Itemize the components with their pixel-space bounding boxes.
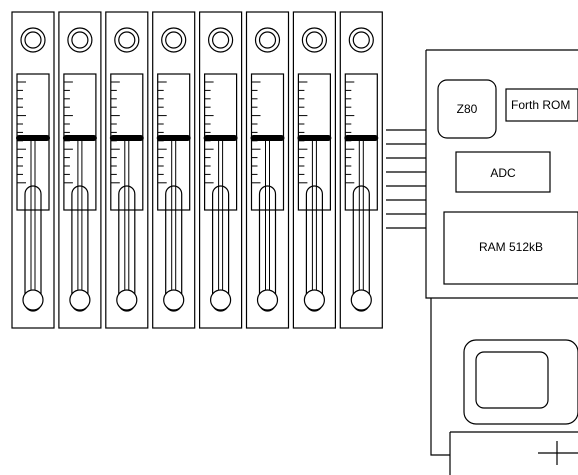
meter-scale-frame <box>63 73 97 211</box>
fader-slot <box>212 185 230 312</box>
meter-scale-frame <box>157 73 191 211</box>
forth-rom-chip <box>505 88 578 122</box>
fader-slot <box>118 185 136 312</box>
meter-scale-frame <box>16 73 50 211</box>
ram-chip <box>443 211 578 285</box>
fader-handle <box>69 289 91 311</box>
fader-handle <box>22 289 44 311</box>
channel-strip <box>245 11 290 329</box>
channel-strip-body <box>339 11 383 329</box>
channel-strip-body <box>245 11 290 329</box>
fader-handle <box>210 289 232 311</box>
meter-scale-frame <box>204 73 238 211</box>
meter-scale-frame <box>110 73 144 211</box>
rotary-knob-inner <box>118 31 136 49</box>
ram-label: RAM 512kB <box>479 240 543 254</box>
fader-cap <box>297 135 332 141</box>
board-outline <box>425 49 578 299</box>
fader-cap <box>156 135 191 141</box>
channel-strip-body <box>152 11 196 329</box>
channel-strip <box>339 11 383 329</box>
adc-label: ADC <box>490 166 516 180</box>
rotary-knob-inner <box>24 31 42 49</box>
rotary-knob-outer <box>208 27 234 53</box>
fader-handle <box>303 289 325 311</box>
channel-strip-body <box>58 11 102 329</box>
meter-scale-frame <box>344 73 378 211</box>
fader-slot <box>24 185 42 312</box>
rotary-knob-outer <box>114 27 140 53</box>
channel-strip <box>105 11 149 329</box>
fader-slot <box>165 185 183 312</box>
channel-strip <box>58 11 102 329</box>
terminal <box>430 298 578 475</box>
rotary-knob-outer <box>20 27 46 53</box>
fader-cap <box>62 135 97 141</box>
rotary-knob-outer <box>67 27 93 53</box>
rotary-knob-inner <box>212 31 230 49</box>
meter-scale-frame <box>250 73 285 211</box>
fader-slot <box>305 185 323 312</box>
monitor-bezel <box>463 339 578 425</box>
fader-cap <box>344 135 379 141</box>
rotary-knob-inner <box>352 31 370 49</box>
channel-strip <box>292 11 336 329</box>
channel-strip <box>199 11 243 329</box>
channel-strip-body <box>105 11 149 329</box>
fader-cap <box>16 135 50 141</box>
rotary-knob-outer <box>161 27 187 53</box>
connection-bus <box>386 129 426 229</box>
crosshair-icon <box>538 441 578 465</box>
channel-strip <box>11 11 55 329</box>
fader-slot <box>352 185 370 312</box>
adc-chip <box>455 151 551 193</box>
channel-strip-body <box>11 11 55 329</box>
fader-handle <box>350 289 372 311</box>
channel-strip <box>152 11 196 329</box>
monitor-screen <box>475 351 549 409</box>
rotary-knob-outer <box>254 27 281 53</box>
rotary-knob-inner <box>305 31 323 49</box>
rotary-knob-inner <box>165 31 183 49</box>
rotary-knob-inner <box>71 31 89 49</box>
fader-handle <box>256 289 279 311</box>
computer-board: Z80 Forth ROM ADC RAM 512kB <box>425 49 578 299</box>
keyboard-outline <box>449 431 578 475</box>
fader-cap <box>203 135 238 141</box>
fader-slot <box>258 185 277 312</box>
z80-chip <box>437 79 497 139</box>
channel-strip-body <box>199 11 243 329</box>
fader-handle <box>163 289 185 311</box>
z80-label: Z80 <box>457 102 478 116</box>
meter-scale-frame <box>297 73 331 211</box>
channel-strip-body <box>292 11 336 329</box>
forth-rom-label: Forth ROM <box>511 98 570 112</box>
rotary-knob-outer <box>301 27 327 53</box>
fader-slot <box>71 185 89 312</box>
fader-handle <box>116 289 138 311</box>
mixer-channel-strips <box>11 11 383 329</box>
rotary-knob-outer <box>348 27 374 53</box>
fader-cap <box>109 135 144 141</box>
fader-cap <box>250 135 285 141</box>
rotary-knob-inner <box>258 31 277 49</box>
terminal-housing <box>430 298 450 456</box>
